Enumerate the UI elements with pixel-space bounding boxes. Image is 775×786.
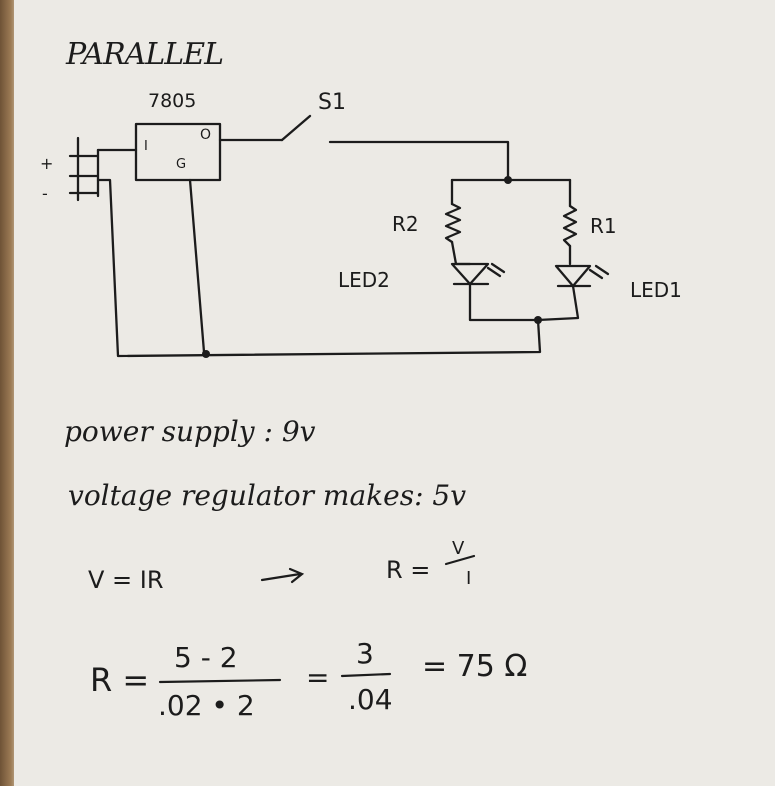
wire-ground [188, 178, 206, 354]
switch-label: S1 [318, 90, 346, 115]
ohm-law: V = IR [88, 566, 164, 594]
regulator-pin-out: O [200, 127, 212, 143]
input-plus-label: + [40, 154, 54, 173]
calc-frac2-num: 3 [356, 637, 374, 670]
switch-blade [280, 114, 312, 142]
junction-ground [202, 350, 210, 358]
led1-label: LED1 [630, 278, 682, 302]
led2-rays [486, 262, 506, 278]
input-minus-label: - [42, 184, 48, 203]
regulator-pin-in: I [144, 139, 148, 154]
regulator-box [134, 122, 222, 182]
regulator-label: 7805 [148, 90, 197, 112]
page-title: PARALLEL [66, 37, 224, 72]
wire-return [96, 178, 542, 358]
input-connector [68, 136, 100, 202]
notebook-page [14, 0, 775, 786]
calc-frac1-num: 5 - 2 [174, 641, 238, 674]
note-power-supply: power supply : 9v [64, 415, 316, 448]
calc-lhs: R = [90, 661, 150, 699]
rearranged-den: I [466, 568, 472, 589]
resistor-r1-label: R1 [590, 214, 617, 238]
resistor-r2-label: R2 [392, 212, 419, 236]
led2-triangle [450, 262, 490, 286]
fraction-bar-rearranged [444, 554, 476, 566]
fraction-bar-1 [158, 678, 282, 684]
led2-label: LED2 [338, 268, 390, 292]
rearranged-lhs: R = [386, 556, 431, 584]
calc-frac2-den: .04 [348, 683, 393, 716]
junction-bottom [534, 316, 542, 324]
wire-left-bottom [468, 282, 540, 322]
wire-switch-out [328, 140, 510, 182]
wire-left-mid [450, 240, 472, 266]
calc-eq1: = [306, 661, 330, 694]
resistor-r1 [562, 204, 578, 248]
rearranged-num: V [452, 538, 465, 559]
regulator-pin-gnd: G [176, 157, 187, 172]
arrow-shape [260, 567, 305, 584]
led1-rays [588, 264, 610, 280]
resistor-r2 [444, 202, 462, 244]
led1-triangle [554, 264, 592, 288]
note-voltage-regulator: voltage regulator makes: 5v [68, 479, 467, 512]
calc-result: = 75 Ω [422, 649, 528, 684]
fraction-bar-2 [340, 672, 392, 678]
junction-top [504, 176, 512, 184]
wire-right-bottom [536, 284, 580, 322]
calc-frac1-den: .02 • 2 [158, 689, 255, 722]
notebook-binding [0, 0, 18, 786]
